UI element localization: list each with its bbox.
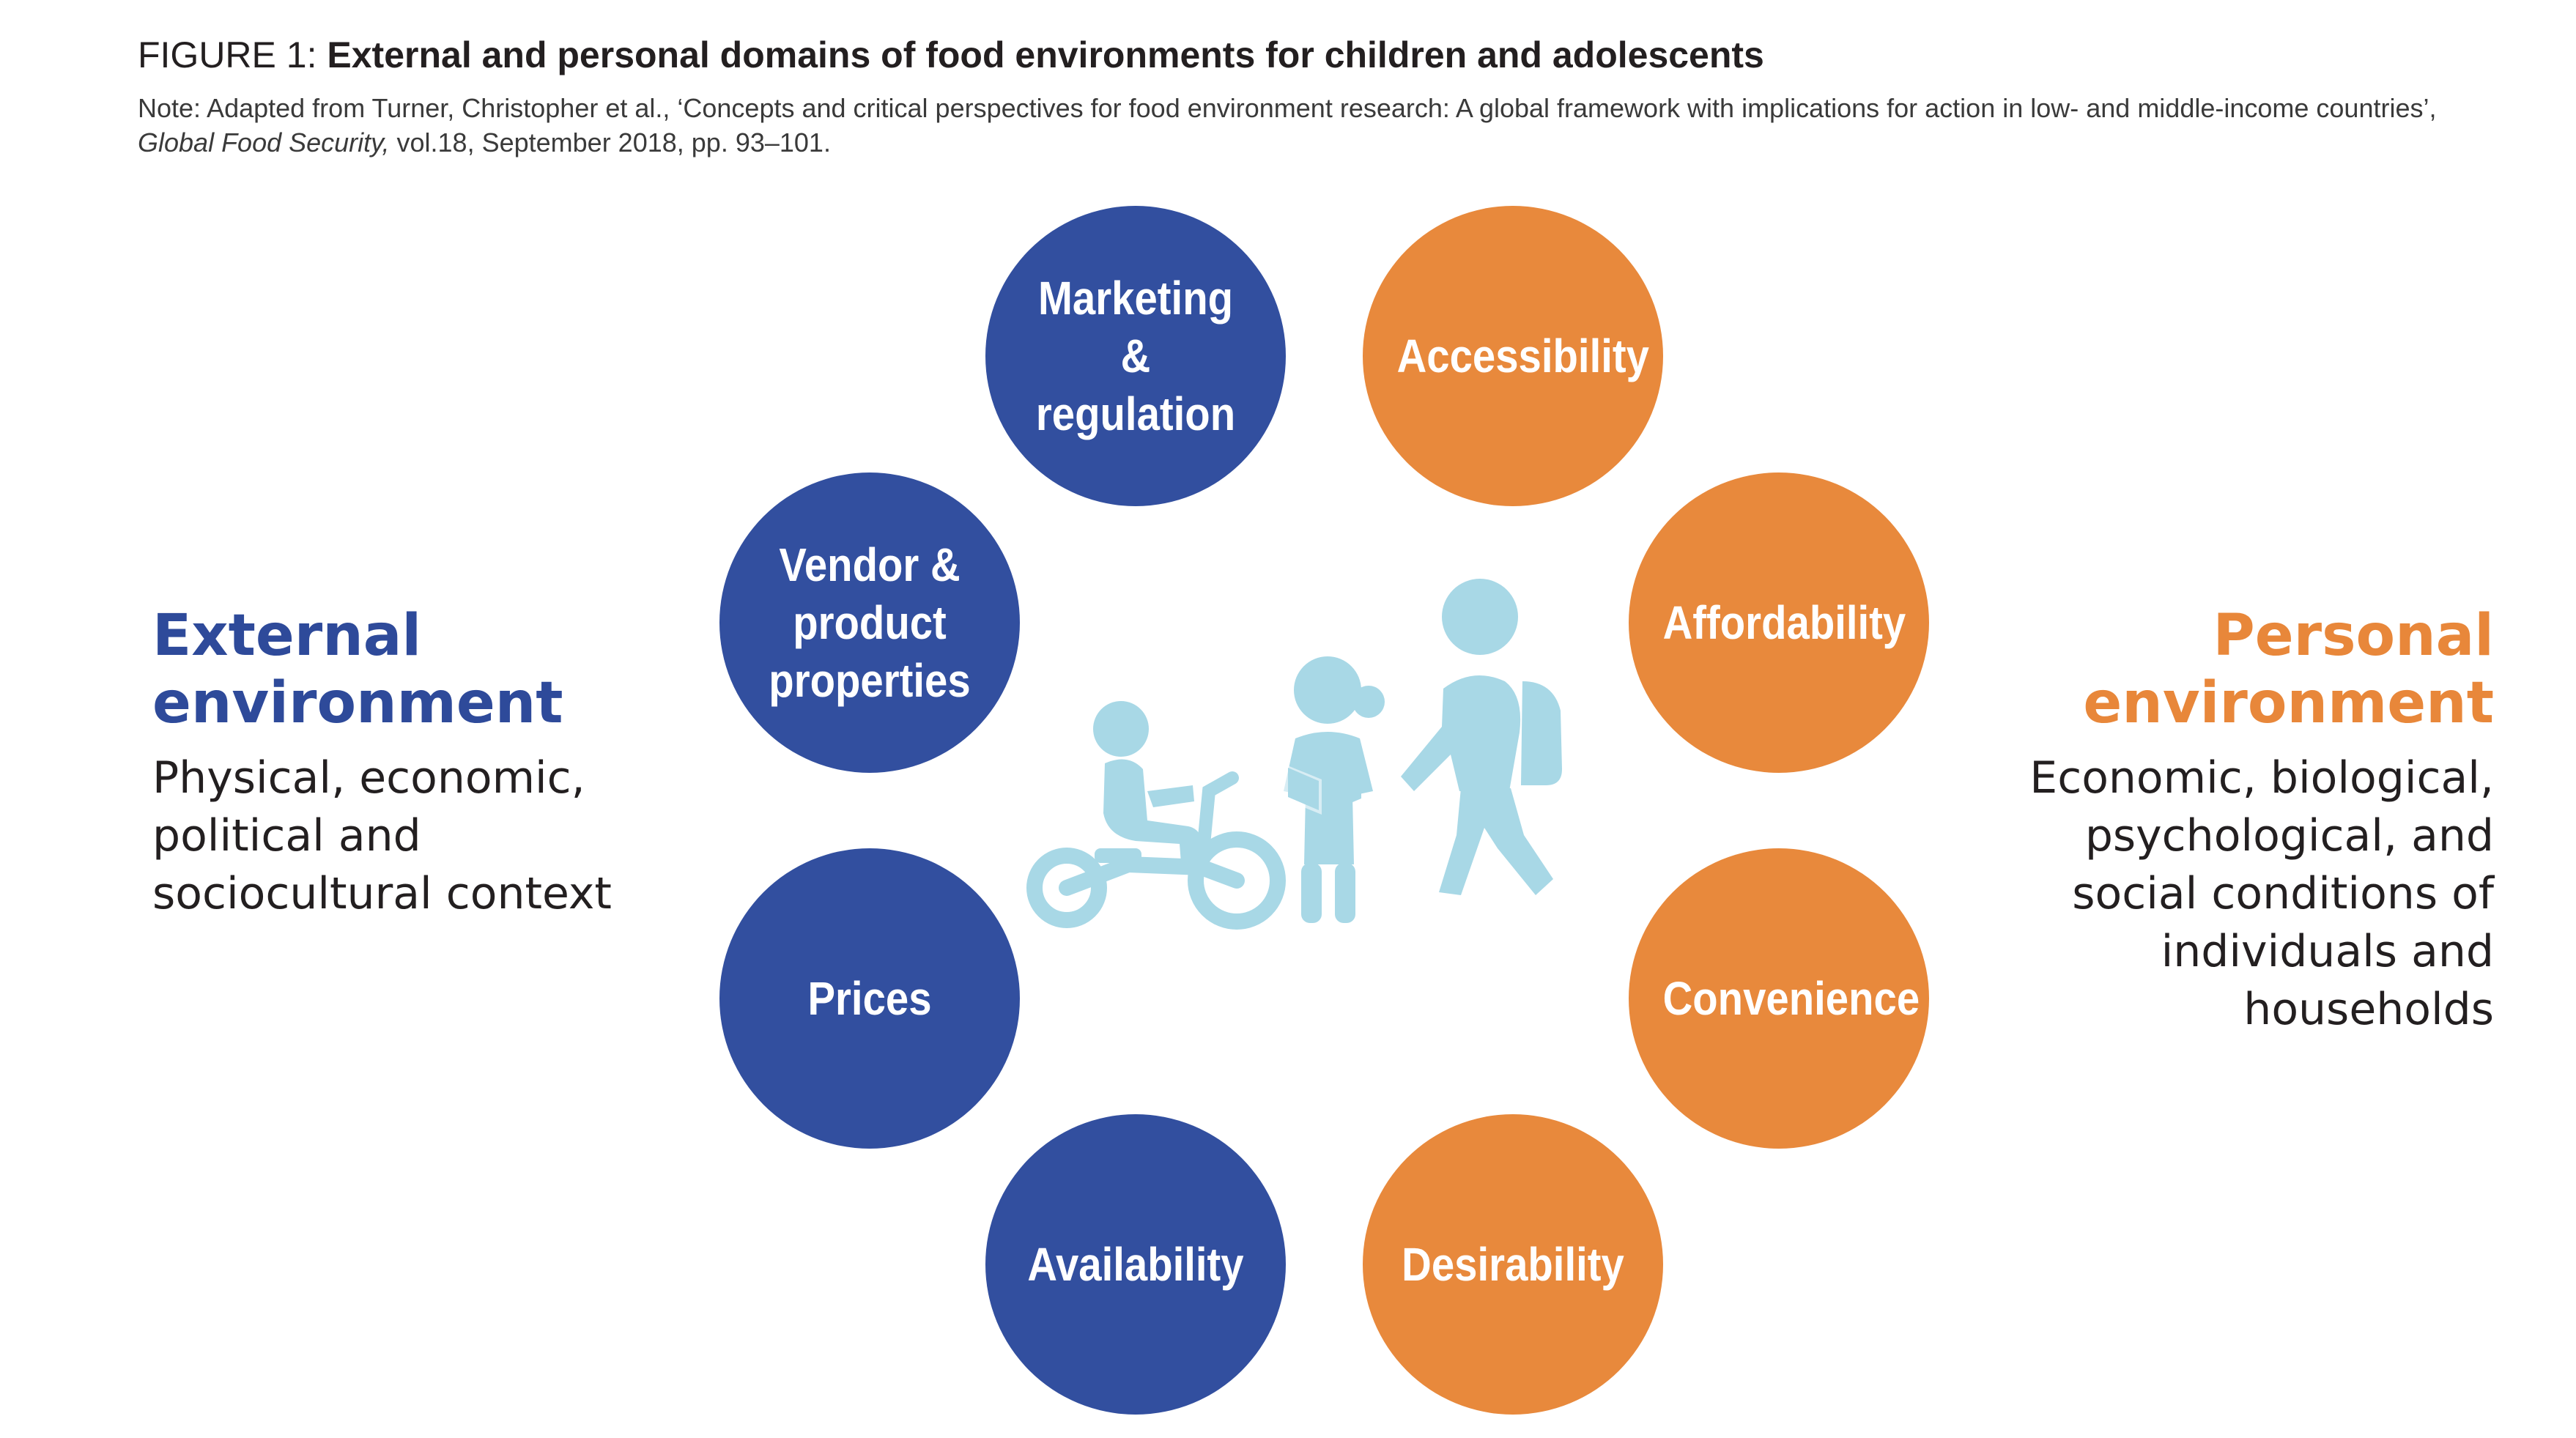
domain-label: Prices — [807, 971, 932, 1025]
domain-circle-vendor-product-properties: Vendor & product properties — [719, 472, 1020, 773]
domain-label: Accessibility — [1396, 329, 1649, 382]
figure-label: FIGURE 1: — [138, 34, 317, 75]
domain-circle-marketing-regulation: Marketing & regulation — [985, 206, 1286, 506]
domain-circle-affordability: Affordability — [1629, 472, 1929, 773]
domain-circle-prices: Prices — [719, 848, 1020, 1149]
figure-title-text: External and personal domains of food en… — [327, 34, 1764, 75]
child-on-bike-icon — [1026, 701, 1286, 930]
domain-circle-convenience: Convenience — [1629, 848, 1929, 1149]
domain-label: Convenience — [1662, 971, 1920, 1025]
note-suffix: vol.18, September 2018, pp. 93–101. — [396, 127, 831, 157]
figure-note: Note: Adapted from Turner, Christopher e… — [138, 91, 2512, 160]
child-with-backpack-icon — [1401, 579, 1562, 895]
child-reading-icon — [1282, 656, 1385, 923]
note-prefix: Note: Adapted from Turner, Christopher e… — [138, 93, 2437, 123]
note-journal: Global Food Security, — [138, 127, 390, 157]
figure-title: FIGURE 1: External and personal domains … — [138, 29, 1764, 81]
external-heading: External environment — [152, 603, 563, 736]
domain-label: Availability — [1027, 1237, 1244, 1291]
domain-label: Desirability — [1402, 1237, 1624, 1291]
personal-heading: Personal environment — [2083, 603, 2494, 736]
domain-circle-accessibility: Accessibility — [1363, 206, 1663, 506]
domain-circle-availability: Availability — [985, 1114, 1286, 1415]
personal-description: Economic, biological, psychological, and… — [2029, 752, 2494, 1035]
domain-label: Affordability — [1662, 596, 1906, 649]
domain-circle-desirability: Desirability — [1363, 1114, 1663, 1415]
domain-label: Marketing & regulation — [1035, 271, 1236, 440]
children-illustration — [1026, 579, 1562, 930]
external-description: Physical, economic, political and socioc… — [152, 752, 612, 919]
domain-label: Vendor & product properties — [769, 538, 971, 707]
